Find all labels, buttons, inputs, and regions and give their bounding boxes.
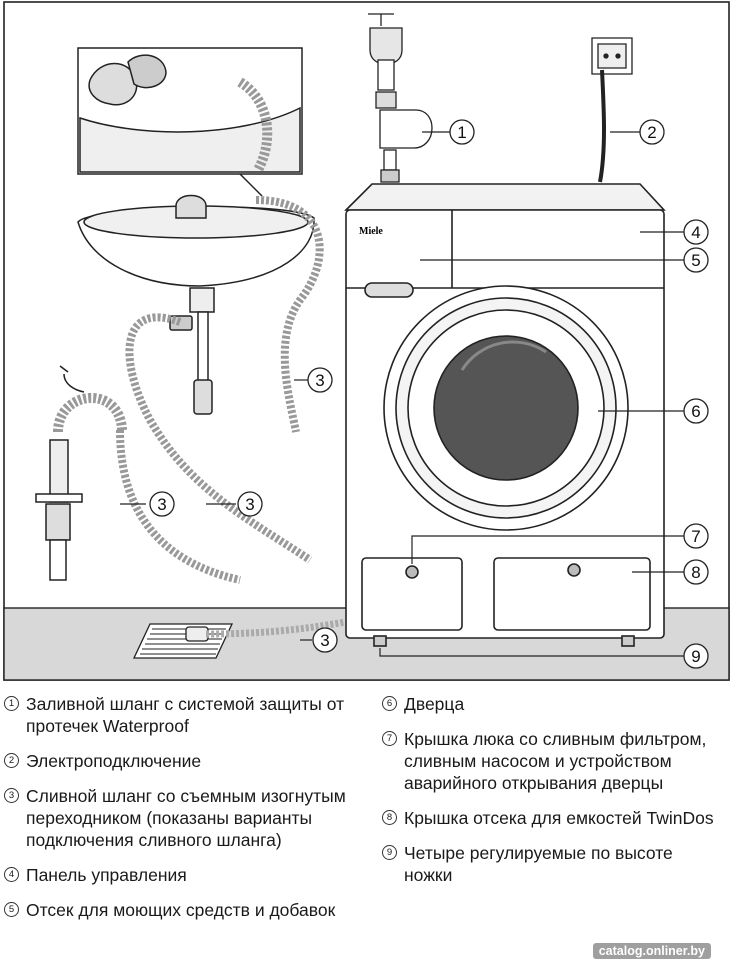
legend-item: 1 Заливной шланг с системой защиты от пр…: [4, 693, 356, 737]
installation-diagram: Miele: [3, 1, 730, 681]
legend-item: 9 Четыре регулируемые по высоте ножки: [382, 842, 722, 886]
callout-1: 1: [457, 123, 466, 142]
legend-text: Сливной шланг со съемным изогнутым перех…: [26, 786, 346, 850]
legend-item: 3 Сливной шланг со съемным изогнутым пер…: [4, 785, 356, 851]
legend-text: Крышка отсека для емкостей TwinDos: [404, 808, 714, 828]
legend-right: 6 Дверца 7 Крышка люка со сливным фильтр…: [382, 693, 722, 899]
legend-item: 7 Крышка люка со сливным фильтром, сливн…: [382, 728, 722, 794]
drain-hose-standpipe: [116, 429, 241, 584]
legend-number: 9: [382, 845, 397, 860]
legend-text: Отсек для моющих средств и добавок: [26, 900, 336, 920]
legend-text: Крышка люка со сливным фильтром, сливным…: [404, 729, 707, 793]
legend-number: 1: [4, 696, 19, 711]
legend-text: Панель управления: [26, 865, 187, 885]
legend-number: 7: [382, 731, 397, 746]
legend-number: 8: [382, 810, 397, 825]
twindos-cover: [493, 557, 651, 631]
legend-text: Четыре регулируемые по высоте ножки: [404, 843, 673, 885]
sink: [77, 194, 315, 415]
legend-item: 5 Отсек для моющих средств и добавок: [4, 899, 356, 921]
legend-text: Заливной шланг с системой защиты от прот…: [26, 694, 345, 736]
callout-3-siphon: 3: [245, 495, 254, 514]
legend-item: 8 Крышка отсека для емкостей TwinDos: [382, 807, 722, 829]
callout-2: 2: [647, 123, 656, 142]
floor-drain-icon: [132, 623, 234, 659]
legend-number: 3: [4, 788, 19, 803]
callout-8: 8: [691, 563, 700, 582]
callout-9: 9: [691, 647, 700, 666]
callout-3-floor: 3: [320, 631, 329, 650]
legend-left: 1 Заливной шланг с системой защиты от пр…: [4, 693, 356, 934]
washing-machine: [344, 183, 666, 647]
legend-text: Дверца: [404, 694, 465, 714]
callout-6: 6: [691, 402, 700, 421]
watermark: catalog.onliner.by: [592, 943, 711, 959]
legend-number: 6: [382, 696, 397, 711]
legend-text: Электроподключение: [26, 751, 202, 771]
door-glass: [433, 335, 579, 481]
drain-hose-sink: [255, 196, 324, 433]
brand-logo: Miele: [359, 226, 383, 237]
callout-3-sink: 3: [315, 371, 324, 390]
legend-number: 5: [4, 902, 19, 917]
power-socket-icon: [591, 37, 633, 183]
legend-item: 6 Дверца: [382, 693, 722, 715]
callout-4: 4: [691, 223, 700, 242]
detergent-drawer-handle: [364, 282, 414, 298]
water-tap-icon: [368, 13, 433, 183]
legend-item: 2 Электроподключение: [4, 750, 356, 772]
legend-item: 4 Панель управления: [4, 864, 356, 886]
drain-hose-floor: [205, 618, 346, 638]
legend-number: 4: [4, 867, 19, 882]
legend-number: 2: [4, 753, 19, 768]
inset-detail: [77, 47, 303, 197]
callout-3-standpipe: 3: [157, 495, 166, 514]
callout-7: 7: [691, 527, 700, 546]
standpipe: [35, 365, 127, 581]
callout-5: 5: [691, 251, 700, 270]
drain-hose-siphon: [125, 313, 313, 564]
